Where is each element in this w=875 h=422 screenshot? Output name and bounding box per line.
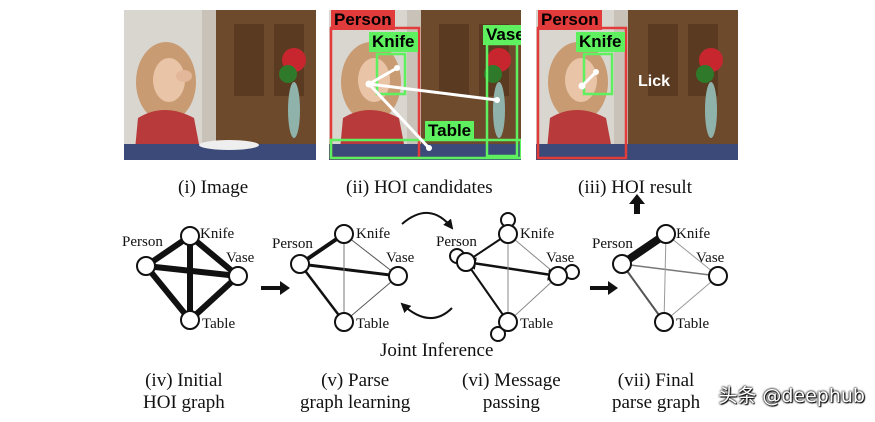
caption-parse-line1: (v) Parse	[321, 370, 390, 391]
vii-vase-node	[708, 266, 728, 286]
v-vase-node	[388, 266, 408, 286]
curve-arrow-top	[401, 211, 454, 230]
caption-final-line1: (vii) Final	[617, 370, 695, 391]
v-person-label: Person	[272, 236, 313, 252]
action-label: Lick	[638, 73, 671, 90]
caption-initial-graph: (iv) Initial HOI graph	[143, 370, 225, 414]
caption-final-graph: (vii) Final parse graph	[612, 370, 700, 414]
iv-vase-label: Vase	[226, 250, 255, 266]
vi-vase-node	[548, 266, 568, 286]
table-tag: Table	[425, 121, 475, 141]
caption-message-line2: passing	[482, 392, 540, 413]
vii-vase-label: Vase	[696, 250, 725, 266]
caption-parse-line2: graph learning	[300, 392, 411, 413]
graph-parse-learning	[290, 224, 408, 332]
person-tag: Person	[331, 10, 395, 30]
v-knife-label: Knife	[356, 226, 390, 242]
candidates-photo	[329, 10, 521, 160]
caption-initial-line1: (iv) Initial	[145, 370, 223, 391]
result-knife-tag: Knife	[576, 32, 625, 52]
iv-person-node	[136, 256, 156, 276]
v-knife-node	[334, 224, 354, 244]
graph-final	[612, 224, 728, 332]
graph-message-passing	[449, 212, 580, 342]
v-table-node	[334, 312, 354, 332]
photo-panel-hoi-result: Person Knife Lick	[536, 10, 738, 160]
knife-box	[375, 52, 407, 96]
iv-person-label: Person	[122, 234, 163, 250]
caption-message-passing: (vi) Message passing	[462, 370, 561, 414]
photo-panel-image	[124, 10, 316, 160]
caption-hoi-candidates: (ii) HOI candidates	[346, 177, 493, 198]
photo-panel-hoi-candidates: Person Knife Vase Table	[329, 10, 521, 160]
joint-inference-label: Joint Inference	[380, 340, 494, 361]
vase-tag: Vase	[483, 25, 521, 45]
v-person-node	[290, 254, 310, 274]
knife-tag: Knife	[369, 32, 418, 52]
iv-knife-label: Knife	[200, 226, 234, 242]
vii-person-label: Person	[592, 236, 633, 252]
vii-knife-node	[656, 224, 676, 244]
v-table-label: Table	[356, 316, 389, 332]
graph-initial	[136, 226, 248, 330]
vi-knife-label: Knife	[520, 226, 554, 242]
vi-table-label: Table	[520, 316, 553, 332]
vii-table-node	[654, 312, 674, 332]
vii-person-node	[612, 254, 632, 274]
result-photo	[536, 10, 738, 160]
iv-table-label: Table	[202, 316, 235, 332]
caption-final-line2: parse graph	[612, 392, 701, 413]
result-person-tag: Person	[538, 10, 602, 30]
result-knife-box	[582, 52, 614, 96]
girl-photo	[124, 10, 316, 160]
caption-initial-line2: HOI graph	[143, 392, 225, 413]
vii-knife-label: Knife	[676, 226, 710, 242]
iv-knife-node	[180, 226, 200, 246]
arrow-vi-to-vii	[590, 281, 618, 295]
vi-person-node	[456, 252, 476, 272]
arrow-iv-to-v	[261, 281, 290, 295]
caption-image: (i) Image	[178, 177, 249, 198]
watermark: 头条 @deephub	[718, 385, 865, 407]
iv-table-node	[180, 310, 200, 330]
caption-parse-learning: (v) Parse graph learning	[300, 370, 410, 414]
v-vase-label: Vase	[386, 250, 415, 266]
vi-knife-node	[498, 224, 518, 244]
vii-table-label: Table	[676, 316, 709, 332]
caption-message-line1: (vi) Message	[462, 370, 561, 391]
vi-vase-label: Vase	[546, 250, 575, 266]
vi-table-node	[498, 312, 518, 332]
iv-vase-node	[228, 266, 248, 286]
curve-arrow-bottom	[400, 302, 453, 319]
vi-person-label: Person	[436, 234, 477, 250]
caption-hoi-result: (iii) HOI result	[578, 177, 692, 198]
